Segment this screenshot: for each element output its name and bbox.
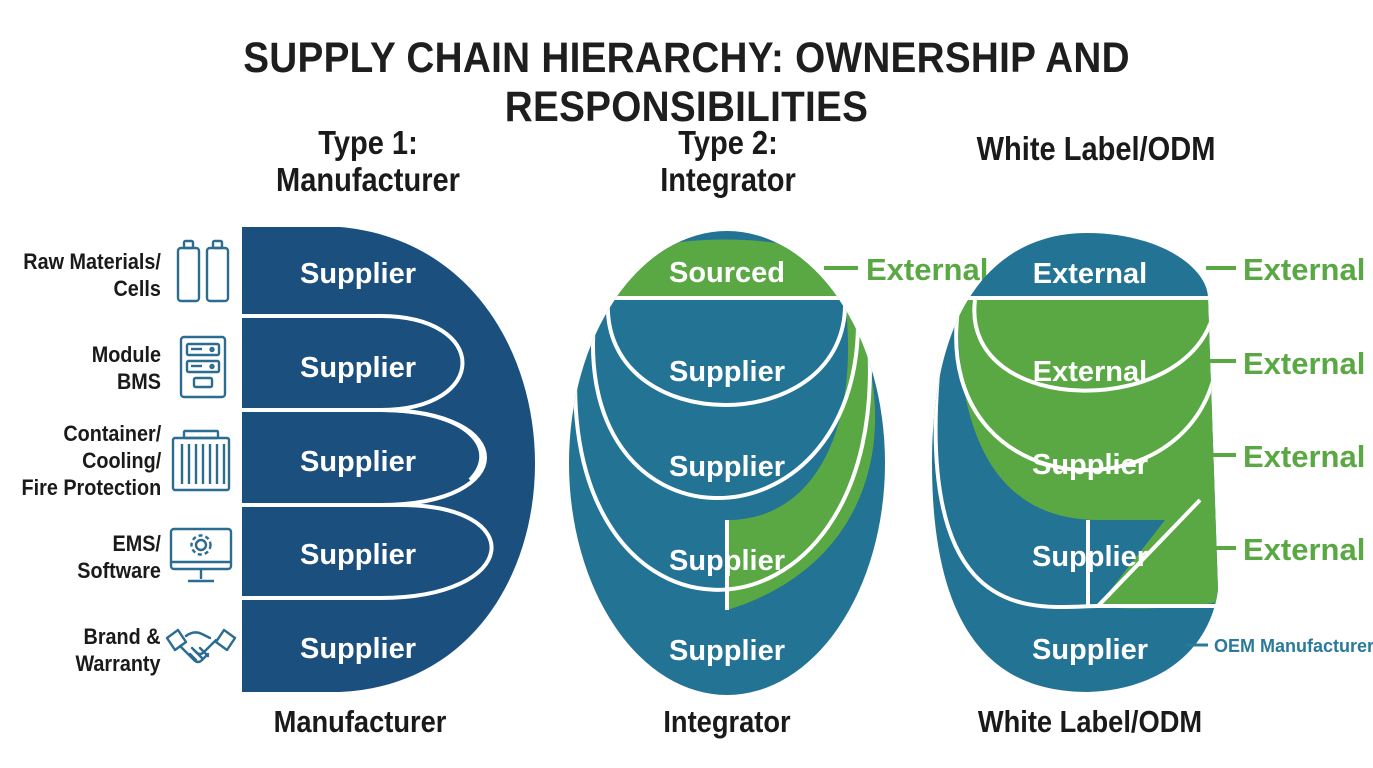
segment-label: Supplier — [669, 545, 785, 577]
row-label-line: BMS — [116, 369, 161, 394]
segment-label: Supplier — [669, 451, 785, 483]
heading-line: Type 1: — [318, 124, 418, 161]
page-title: SUPPLY CHAIN HIERARCHY: OWNERSHIP AND RE… — [243, 34, 1130, 131]
segment-label: External — [1033, 356, 1147, 388]
container-icon — [171, 429, 231, 492]
heading-line: Type 2: — [678, 124, 778, 161]
row-label-line: Fire Protection — [21, 475, 161, 500]
segment-label: External — [1033, 258, 1147, 290]
row-label-container: Container/ Cooling/ Fire Protection — [21, 420, 161, 501]
heading-line: White Label/ODM — [976, 130, 1216, 167]
row-label-line: Cooling/ — [81, 448, 161, 473]
side-label-external: External — [866, 252, 988, 287]
side-label-external: External — [1243, 346, 1365, 381]
row-label-line: EMS/ — [112, 531, 161, 556]
integrator-stack: Sourced Supplier Supplier Supplier Suppl… — [569, 231, 988, 695]
bms-module-icon — [179, 335, 227, 399]
segment-label: Supplier — [300, 352, 416, 384]
side-label-external: External — [1243, 532, 1365, 567]
row-label-ems-software: EMS/ Software — [77, 530, 161, 584]
side-label-external: External — [1243, 439, 1365, 474]
column-heading-integrator: Type 2: Integrator — [605, 124, 851, 198]
segment-label: Supplier — [300, 446, 416, 478]
row-label-brand-warranty: Brand & Warranty — [76, 623, 161, 677]
segment-label: Supplier — [1032, 541, 1148, 573]
battery-icon — [176, 239, 230, 303]
row-label-line: Cells — [113, 276, 161, 301]
heading-line: Manufacturer — [276, 161, 460, 198]
segment-label: Supplier — [300, 633, 416, 665]
integrator-shape — [569, 231, 885, 695]
row-label-line: Module — [91, 342, 161, 367]
row-label-line: Warranty — [75, 651, 161, 676]
row-label-line: Software — [77, 558, 161, 583]
column-footer-manufacturer: Manufacturer — [273, 704, 447, 739]
segment-label: Supplier — [669, 635, 785, 667]
manufacturer-stack: Supplier Supplier Supplier Supplier Supp… — [242, 227, 535, 692]
column-heading-white-label: White Label/ODM — [946, 130, 1245, 167]
segment-label: Supplier — [1032, 634, 1148, 666]
column-footer-integrator: Integrator — [663, 704, 791, 739]
segment-label: Supplier — [669, 356, 785, 388]
side-label-oem-manufacturer: OEM Manufacturer — [1214, 636, 1373, 656]
white-label-stack: External External Supplier Supplier Supp… — [932, 233, 1373, 692]
row-label-line: Container/ — [63, 421, 161, 446]
handshake-icon — [165, 628, 237, 664]
row-label-line: Brand & — [83, 624, 161, 649]
monitor-gear-icon — [169, 527, 233, 583]
row-label-line: Raw Materials/ — [23, 249, 161, 274]
row-label-module-bms: Module BMS — [92, 341, 161, 395]
segment-label: Supplier — [300, 539, 416, 571]
segment-label: Supplier — [1032, 449, 1148, 481]
segment-label: Supplier — [300, 258, 416, 290]
column-footer-white-label: White Label/ODM — [977, 704, 1203, 739]
column-heading-manufacturer: Type 1: Manufacturer — [245, 124, 491, 198]
segment-label: Sourced — [669, 257, 785, 289]
side-label-external: External — [1243, 252, 1365, 287]
row-label-raw-materials: Raw Materials/ Cells — [23, 248, 161, 302]
manufacturer-shape — [242, 227, 535, 692]
heading-line: Integrator — [660, 161, 796, 198]
